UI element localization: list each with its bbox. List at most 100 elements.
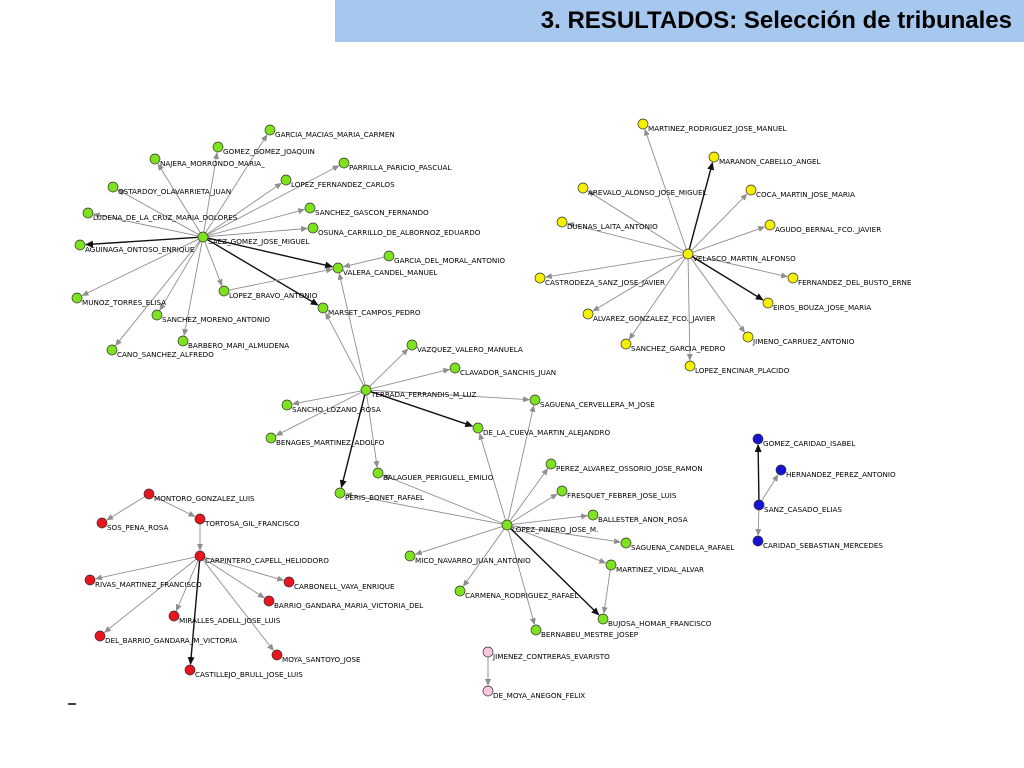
node-sanchez_garcia[interactable]: SANCHEZ_GARCIA_PEDRO: [620, 338, 726, 353]
node-circle[interactable]: [775, 464, 787, 476]
node-peris[interactable]: PERIS_BONET_RAFAEL: [334, 487, 424, 502]
node-carpintero[interactable]: CARPINTERO_CAPELL_HELIODORO: [194, 550, 329, 565]
node-circle[interactable]: [338, 157, 350, 169]
node-carmena[interactable]: CARMENA_RODRIGUEZ_RAFAEL: [454, 585, 578, 600]
node-marset[interactable]: MARSET_CAMPOS_PEDRO: [317, 302, 421, 317]
node-eiros[interactable]: EIROS_BOUZA_JOSE_MARIA: [762, 297, 871, 312]
node-bernabeu[interactable]: BERNABEU_MESTRE_JOSEP: [530, 624, 639, 639]
node-circle[interactable]: [449, 362, 461, 374]
node-circle[interactable]: [96, 517, 108, 529]
node-circle[interactable]: [280, 174, 292, 186]
node-valera[interactable]: VALERA_CANDEL_MANUEL: [332, 262, 437, 277]
node-circle[interactable]: [556, 485, 568, 497]
node-ostardoy[interactable]: OSTARDOY_OLAVARRIETA_JUAN: [107, 181, 231, 196]
node-saguena_cand[interactable]: SAGUENA_CANDELA_RAFAEL: [620, 537, 734, 552]
node-circle[interactable]: [264, 124, 276, 136]
node-miralles[interactable]: MIRALLES_ADELL_JOSE_LUIS: [168, 610, 281, 625]
node-circle[interactable]: [753, 499, 765, 511]
node-barrio_gandara_mv[interactable]: BARRIO_GANDARA_MARIA_VICTORIA_DEL: [263, 595, 423, 610]
node-circle[interactable]: [71, 292, 83, 304]
node-circle[interactable]: [597, 613, 609, 625]
node-circle[interactable]: [334, 487, 346, 499]
node-circle[interactable]: [472, 422, 484, 434]
node-circle[interactable]: [682, 248, 694, 260]
node-circle[interactable]: [745, 184, 757, 196]
node-osuna[interactable]: OSUNA_CARRILLO_DE_ALBORNOZ_EDUARDO: [307, 222, 481, 237]
node-circle[interactable]: [752, 535, 764, 547]
node-circle[interactable]: [482, 646, 494, 658]
node-circle[interactable]: [762, 297, 774, 309]
node-clavador[interactable]: CLAVADOR_SANCHIS_JUAN: [449, 362, 556, 377]
node-circle[interactable]: [184, 664, 196, 676]
node-munoz[interactable]: MUNOZ_TORRES_ELISA: [71, 292, 166, 307]
node-aguinaga[interactable]: AGUINAGA_ONTOSO_ENRIQUE: [74, 239, 195, 254]
node-castillejo[interactable]: CASTILLEJO_BRULL_JOSE_LUIS: [184, 664, 303, 679]
node-martinez_rodriguez[interactable]: MARTINEZ_RODRIGUEZ_JOSE_MANUEL: [637, 118, 787, 133]
node-del_barrio[interactable]: DEL_BARRIO_GANDARA_M_VICTORIA: [94, 630, 237, 645]
node-sanz_casado[interactable]: SANZ_CASADO_ELIAS: [753, 499, 842, 514]
node-terrada[interactable]: TERRADA_FERRANDIS_M_LUZ: [360, 384, 477, 399]
node-circle[interactable]: [501, 519, 513, 531]
node-balaguer[interactable]: BALAGUER_PERIGUELL_EMILIO: [372, 467, 494, 482]
node-circle[interactable]: [218, 285, 230, 297]
node-lopez_pinero[interactable]: LOPEZ_PINERO_JOSE_M.: [501, 519, 598, 534]
node-circle[interactable]: [74, 239, 86, 251]
node-tortosa[interactable]: TORTOSA_GIL_FRANCISCO: [194, 513, 300, 528]
node-agudo[interactable]: AGUDO_BERNAL_FCO._JAVIER: [764, 219, 881, 234]
node-circle[interactable]: [263, 595, 275, 607]
node-circle[interactable]: [556, 216, 568, 228]
node-circle[interactable]: [151, 309, 163, 321]
node-montoro[interactable]: MONTORO_GONZALEZ_LUIS: [143, 488, 255, 503]
node-caridad_sebastian[interactable]: CARIDAD_SEBASTIAN_MERCEDES: [752, 535, 883, 550]
node-circle[interactable]: [582, 308, 594, 320]
node-circle[interactable]: [577, 182, 589, 194]
node-benages[interactable]: BENAGES_MARTINEZ_ADOLFO: [265, 432, 385, 447]
node-circle[interactable]: [82, 207, 94, 219]
node-gomez_caridad[interactable]: GOMEZ_CARIDAD_ISABEL: [752, 433, 855, 448]
node-circle[interactable]: [372, 467, 384, 479]
node-ludena[interactable]: LUDENA_DE_LA_CRUZ_MARIA_DOLORES: [82, 207, 238, 222]
node-carbonell[interactable]: CARBONELL_VAYA_ENRIQUE: [283, 576, 395, 591]
node-circle[interactable]: [283, 576, 295, 588]
node-circle[interactable]: [404, 550, 416, 562]
node-circle[interactable]: [332, 262, 344, 274]
node-martinez_vidal[interactable]: MARTINEZ_VIDAL_ALVAR: [605, 559, 704, 574]
node-saguena_cerv[interactable]: SAGUENA_CERVELLERA_M_JOSE: [529, 394, 655, 409]
node-sanchez_moreno[interactable]: SANCHEZ_MORENO_ANTONIO: [151, 309, 270, 324]
node-circle[interactable]: [587, 509, 599, 521]
node-circle[interactable]: [307, 222, 319, 234]
node-circle[interactable]: [482, 685, 494, 697]
node-circle[interactable]: [107, 181, 119, 193]
node-garcia_moral[interactable]: GARCIA_DEL_MORAL_ANTONIO: [383, 250, 505, 265]
node-sanchez_gascon[interactable]: SANCHEZ_GASCON_FERNANDO: [304, 202, 429, 217]
node-garcia_macias[interactable]: GARCIA_MACIAS_MARIA_CARMEN: [264, 124, 395, 139]
node-sancho[interactable]: SANCHO_LOZANO_ROSA: [281, 399, 381, 414]
node-lopez_encinar[interactable]: LOPEZ_ENCINAR_PLACIDO: [684, 360, 790, 375]
node-hernandez_perez[interactable]: HERNANDEZ_PEREZ_ANTONIO: [775, 464, 896, 479]
node-circle[interactable]: [168, 610, 180, 622]
node-circle[interactable]: [194, 550, 206, 562]
node-circle[interactable]: [454, 585, 466, 597]
node-circle[interactable]: [752, 433, 764, 445]
node-circle[interactable]: [684, 360, 696, 372]
node-najera[interactable]: NAJERA_MORRONDO_MARIA_: [149, 153, 265, 168]
node-perez_alvarez[interactable]: PEREZ_ALVAREZ_OSSORIO_JOSE_RAMON: [545, 458, 703, 473]
node-circle[interactable]: [764, 219, 776, 231]
node-circle[interactable]: [406, 339, 418, 351]
node-circle[interactable]: [265, 432, 277, 444]
node-saez_gomez[interactable]: SAEZ_GOMEZ_JOSE_MIGUEL: [197, 231, 309, 246]
node-circle[interactable]: [281, 399, 293, 411]
node-circle[interactable]: [194, 513, 206, 525]
node-mico[interactable]: MICO_NAVARRO_JUAN_ANTONIO: [404, 550, 531, 565]
node-cueva[interactable]: DE_LA_CUEVA_MARTIN_ALEJANDRO: [472, 422, 610, 437]
node-alvarez_gonzalez[interactable]: ALVAREZ_GONZALEZ_FCO._JAVIER: [582, 308, 715, 323]
node-parrilla[interactable]: PARRILLA_PARICIO_PASCUAL: [338, 157, 451, 172]
node-duenas[interactable]: DUENAS_LAITA_ANTONIO: [556, 216, 658, 231]
node-circle[interactable]: [212, 141, 224, 153]
node-jimenez_contreras[interactable]: JIMENEZ_CONTRERAS_EVARISTO: [482, 646, 610, 661]
node-de_moya[interactable]: DE_MOYA_ANEGON_FELIX: [482, 685, 585, 700]
node-circle[interactable]: [530, 624, 542, 636]
node-coca[interactable]: COCA_MARTIN_JOSE_MARIA: [745, 184, 855, 199]
node-circle[interactable]: [149, 153, 161, 165]
node-circle[interactable]: [317, 302, 329, 314]
